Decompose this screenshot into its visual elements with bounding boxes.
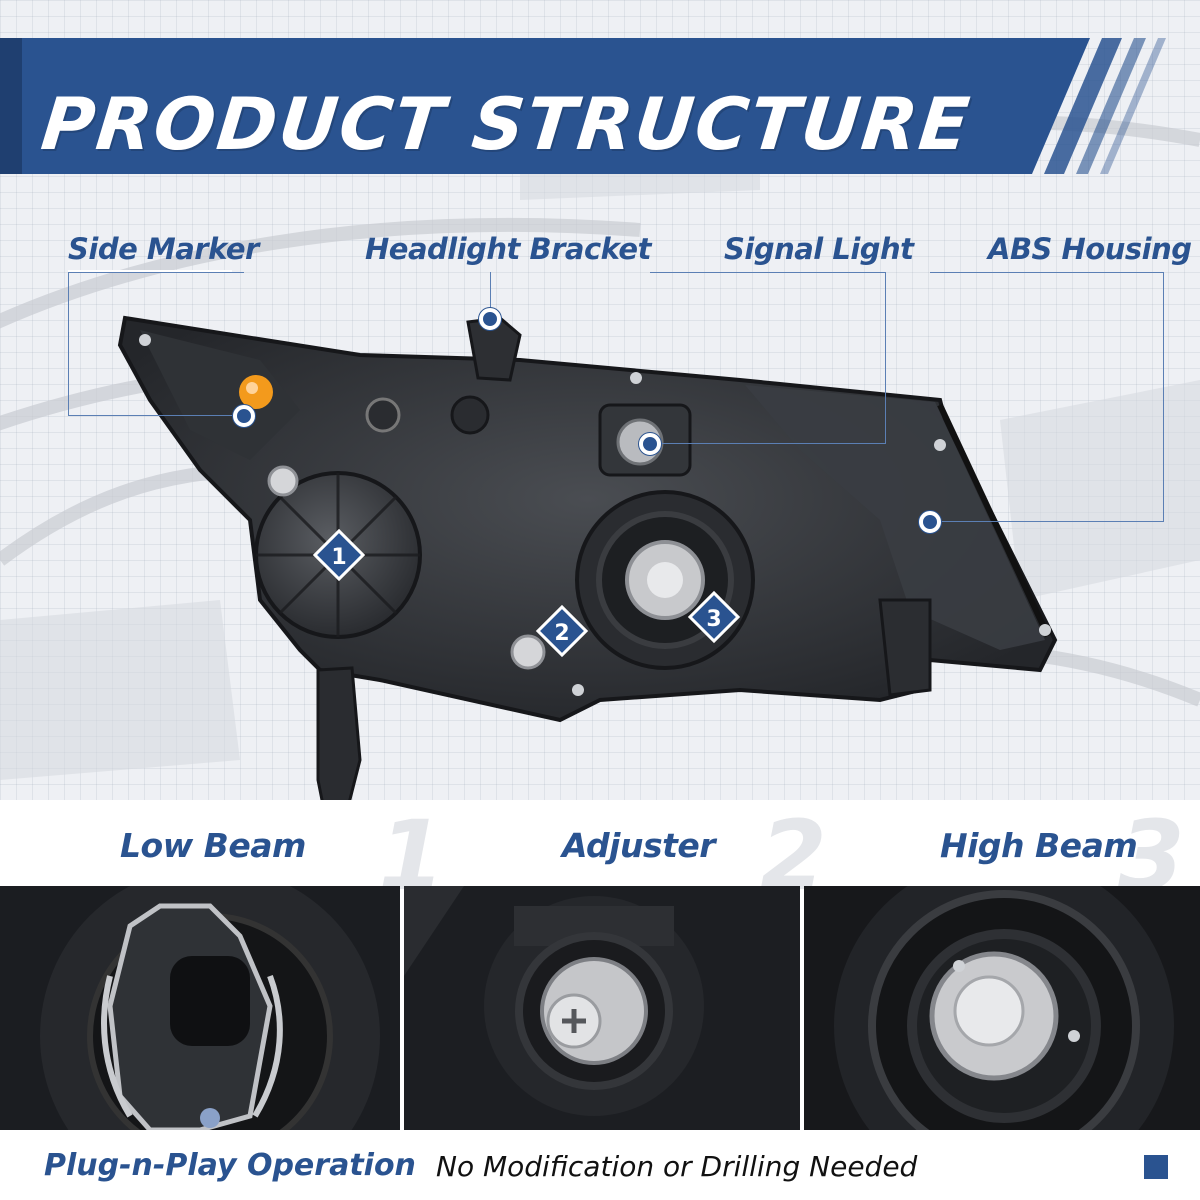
badge-number-2: 2 (554, 621, 569, 646)
signal-light-label: Signal Light (724, 232, 914, 266)
side-marker-dot (233, 405, 255, 427)
footer-highlight: Plug-n-Play Operation (44, 1148, 416, 1183)
feature-label-low-beam: Low Beam (120, 826, 306, 865)
footer-square-icon (1144, 1155, 1168, 1179)
adjuster-photo (404, 886, 800, 1130)
low-beam-photo (0, 886, 400, 1130)
label-underline-side-marker (68, 270, 232, 272)
badge-number-3: 3 (706, 607, 721, 632)
abs-housing-leader (930, 272, 1164, 522)
headlight-bracket-leader (490, 272, 491, 318)
badge-adjuster: 2 (535, 604, 589, 658)
headlight-bracket-dot (479, 308, 501, 330)
high-beam-photo (804, 886, 1200, 1130)
badge-low-beam: 1 (312, 528, 366, 582)
abs-housing-label: ABS Housing (988, 232, 1192, 266)
banner-shape (0, 38, 1166, 174)
feature-label-high-beam: High Beam (940, 826, 1138, 865)
side-marker-leader (68, 272, 244, 416)
footer-text: No Modification or Drilling Needed (436, 1150, 918, 1183)
headlight-bracket-label: Headlight Bracket (365, 232, 651, 266)
footer: Plug-n-Play Operation No Modification or… (0, 1130, 1200, 1200)
title-banner: PRODUCT STRUCTURE (0, 38, 1200, 174)
side-marker-label: Side Marker (68, 232, 259, 266)
signal-light-leader (650, 272, 886, 444)
headlight-assembly: 1 2 3 (117, 315, 1058, 800)
feature-label-adjuster: Adjuster (562, 826, 716, 865)
page-title: PRODUCT STRUCTURE (37, 82, 976, 166)
badge-high-beam: 3 (687, 590, 741, 644)
badge-number-1: 1 (331, 545, 346, 570)
abs-housing-dot (919, 511, 941, 533)
signal-light-dot (639, 433, 661, 455)
feature-labels-row: 1 2 3 Low Beam Adjuster High Beam (0, 800, 1200, 912)
